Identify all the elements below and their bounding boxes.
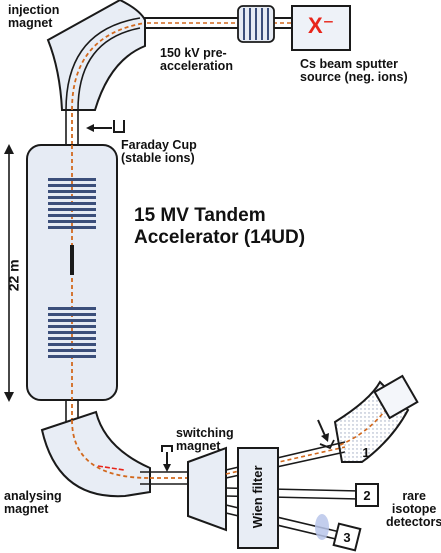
accelerator-title-line-2: Accelerator (14UD)	[134, 226, 306, 248]
upper-electrode-stack	[48, 178, 96, 229]
length-label: 22 m	[5, 259, 22, 292]
detectors-label-line-1: rare	[402, 489, 426, 503]
detector-2-box	[355, 483, 379, 507]
lower-electrode-stack	[48, 307, 96, 358]
pre-acceleration-label-line-2: acceleration	[160, 59, 233, 74]
negative-ion-symbol: X⁻	[308, 13, 335, 38]
injection-magnet-label: injection magnet	[8, 3, 60, 31]
switching-magnet-label: switching magnet	[176, 426, 234, 454]
injection-magnet-label-line-2: magnet	[8, 16, 53, 31]
detector-2-number: 2	[363, 488, 371, 503]
detector-1-end-box	[373, 374, 419, 420]
terminal-stripper	[70, 245, 74, 275]
detectors-label: rare isotope detectors	[386, 489, 441, 530]
pre-acceleration-label: 150 kV pre- acceleration	[160, 46, 233, 74]
faraday-cup-label: Faraday Cup (stable ions)	[121, 138, 197, 166]
detectors-label-line-3: detectors	[386, 515, 441, 530]
detectors-label-line-2: isotope	[391, 502, 437, 517]
injection-magnet	[46, 0, 146, 111]
ion-source-label: Cs beam sputter source (neg. ions)	[300, 57, 408, 85]
lower-beam-line	[140, 471, 188, 485]
pre-acceleration-coil	[237, 5, 275, 43]
detector-1-cup-symbol	[317, 419, 335, 450]
switching-magnet	[187, 446, 227, 532]
detector-3-number: 3	[343, 530, 351, 545]
switching-magnet-label-line-1: switching	[176, 426, 234, 440]
faraday-cup-label-line-2: (stable ions)	[121, 151, 195, 166]
wien-filter-box	[237, 447, 279, 549]
length-dimension-arrow	[4, 144, 14, 402]
detector-3-filter	[315, 514, 329, 540]
ion-source-label-line-1: Cs beam sputter	[300, 57, 398, 71]
upper-beam-line	[140, 17, 300, 29]
switching-cup-symbol	[161, 445, 173, 472]
switching-magnet-label-line-2: magnet	[176, 439, 221, 454]
injection-beam-curve	[71, 22, 146, 145]
accelerator-title: 15 MV Tandem Accelerator (14UD)	[134, 205, 305, 249]
analysing-beam-curve	[71, 419, 151, 479]
tandem-accelerator-tank	[26, 144, 118, 401]
faraday-cup-label-line-1: Faraday Cup	[121, 138, 197, 152]
pre-acceleration-label-line-1: 150 kV pre-	[160, 46, 227, 60]
detector-3-box	[332, 522, 362, 552]
ion-source-box	[291, 5, 351, 51]
analysing-magnet-label-line-1: analysing	[4, 489, 62, 503]
analysing-magnet-label-line-2: magnet	[4, 502, 49, 517]
accelerator-title-line-1: 15 MV Tandem	[134, 205, 266, 226]
wien-filter-label: Wien filter	[250, 465, 266, 529]
analysing-magnet-label: analysing magnet	[4, 489, 62, 517]
ion-source-label-line-2: source (neg. ions)	[300, 70, 408, 85]
faraday-cup-symbol	[86, 120, 125, 133]
analysing-magnet	[40, 410, 151, 498]
detector-1-number: 1	[362, 445, 370, 460]
injection-magnet-label-line-1: injection	[8, 3, 60, 17]
